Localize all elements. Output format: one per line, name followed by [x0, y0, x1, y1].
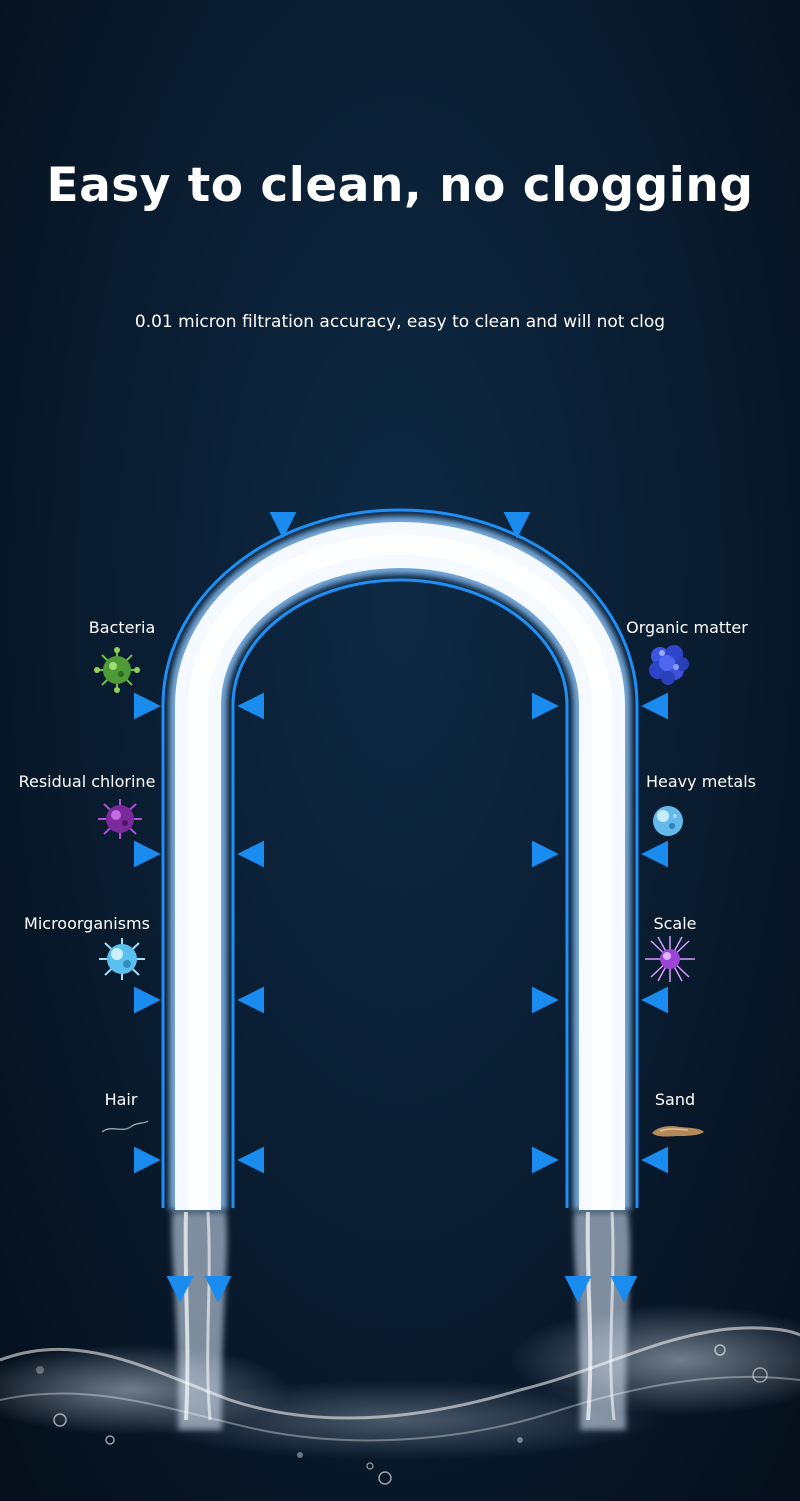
label-sand: Sand — [654, 1090, 696, 1109]
side-arrows — [70, 692, 730, 1174]
green-virus-icon — [94, 647, 140, 693]
hair-strand-icon — [101, 1120, 149, 1133]
filter-tube — [175, 522, 625, 1210]
page-subtitle: 0.01 micron filtration accuracy, easy to… — [134, 312, 666, 332]
top-arrows — [269, 445, 531, 539]
outer-membrane-line — [161, 508, 639, 1208]
inner-membrane-line — [231, 578, 569, 1208]
label-microorganisms: Microorganisms — [24, 914, 150, 933]
label-scale: Scale — [653, 914, 697, 933]
page-title: Easy to clean, no clogging — [46, 158, 754, 213]
blue-cluster-icon — [649, 645, 689, 685]
label-hair: Hair — [104, 1090, 138, 1109]
label-organic-matter: Organic matter — [626, 618, 748, 637]
label-bacteria: Bacteria — [88, 618, 156, 637]
label-heavy-metals: Heavy metals — [646, 772, 756, 791]
filter-tube-glow — [169, 516, 631, 1210]
water-splash — [0, 1305, 800, 1485]
light-blue-virus-icon — [99, 938, 145, 980]
purple-virus-icon — [98, 799, 142, 839]
violet-spiky-icon — [645, 936, 695, 982]
label-residual-chlorine: Residual chlorine — [18, 772, 156, 791]
sand-grain-icon — [652, 1126, 704, 1137]
blue-particle-icon — [653, 806, 683, 836]
